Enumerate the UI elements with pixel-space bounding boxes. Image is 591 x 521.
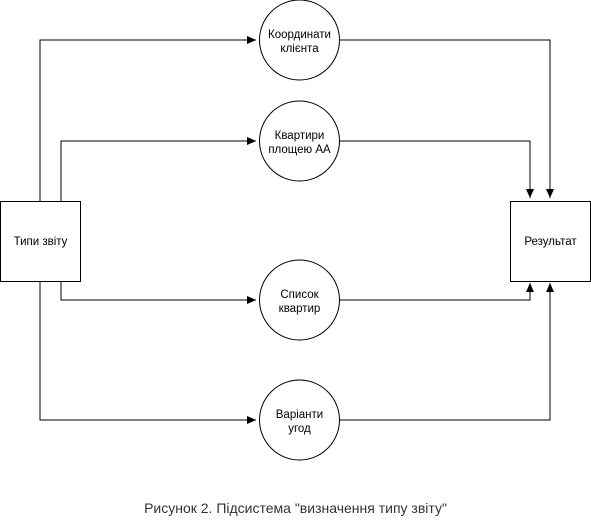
edge-source-to-deal-options [39, 281, 256, 424]
edge-source-to-apartments-area [60, 137, 256, 201]
source-node: Типи звіту [0, 201, 81, 282]
target-node-label: Результат [524, 236, 577, 248]
edge-source-to-apartments-list [60, 281, 256, 304]
edge-client-coords-to-target [340, 39, 554, 198]
target-node: Результат [510, 201, 591, 282]
source-node-label: Типи звіту [14, 236, 68, 248]
process-apartments-area-line1: Квартири [275, 130, 325, 142]
edge-apartments-list-to-target [340, 283, 534, 301]
process-apartments-list: Список квартир [259, 259, 340, 341]
process-apartments-area: Квартири площею АА [259, 100, 340, 182]
process-apartments-list-line2: квартир [279, 303, 321, 315]
process-deal-options: Варіанти угод [259, 379, 340, 461]
edge-deal-options-to-target [340, 283, 554, 421]
edge-source-to-client-coords [39, 36, 256, 201]
process-deal-options-line2: угод [288, 423, 311, 435]
process-deal-options-line1: Варіанти [276, 409, 323, 421]
edge-apartments-area-to-target [340, 140, 534, 198]
process-client-coords: Координати клієнта [259, 0, 340, 81]
process-client-coords-line2: клієнта [280, 43, 319, 55]
figure-caption: Рисунок 2. Підсистема "визначення типу з… [144, 500, 447, 516]
process-apartments-list-line1: Список [280, 289, 319, 301]
process-client-coords-line1: Координати [268, 29, 331, 41]
process-apartments-area-line2: площею АА [268, 144, 331, 156]
